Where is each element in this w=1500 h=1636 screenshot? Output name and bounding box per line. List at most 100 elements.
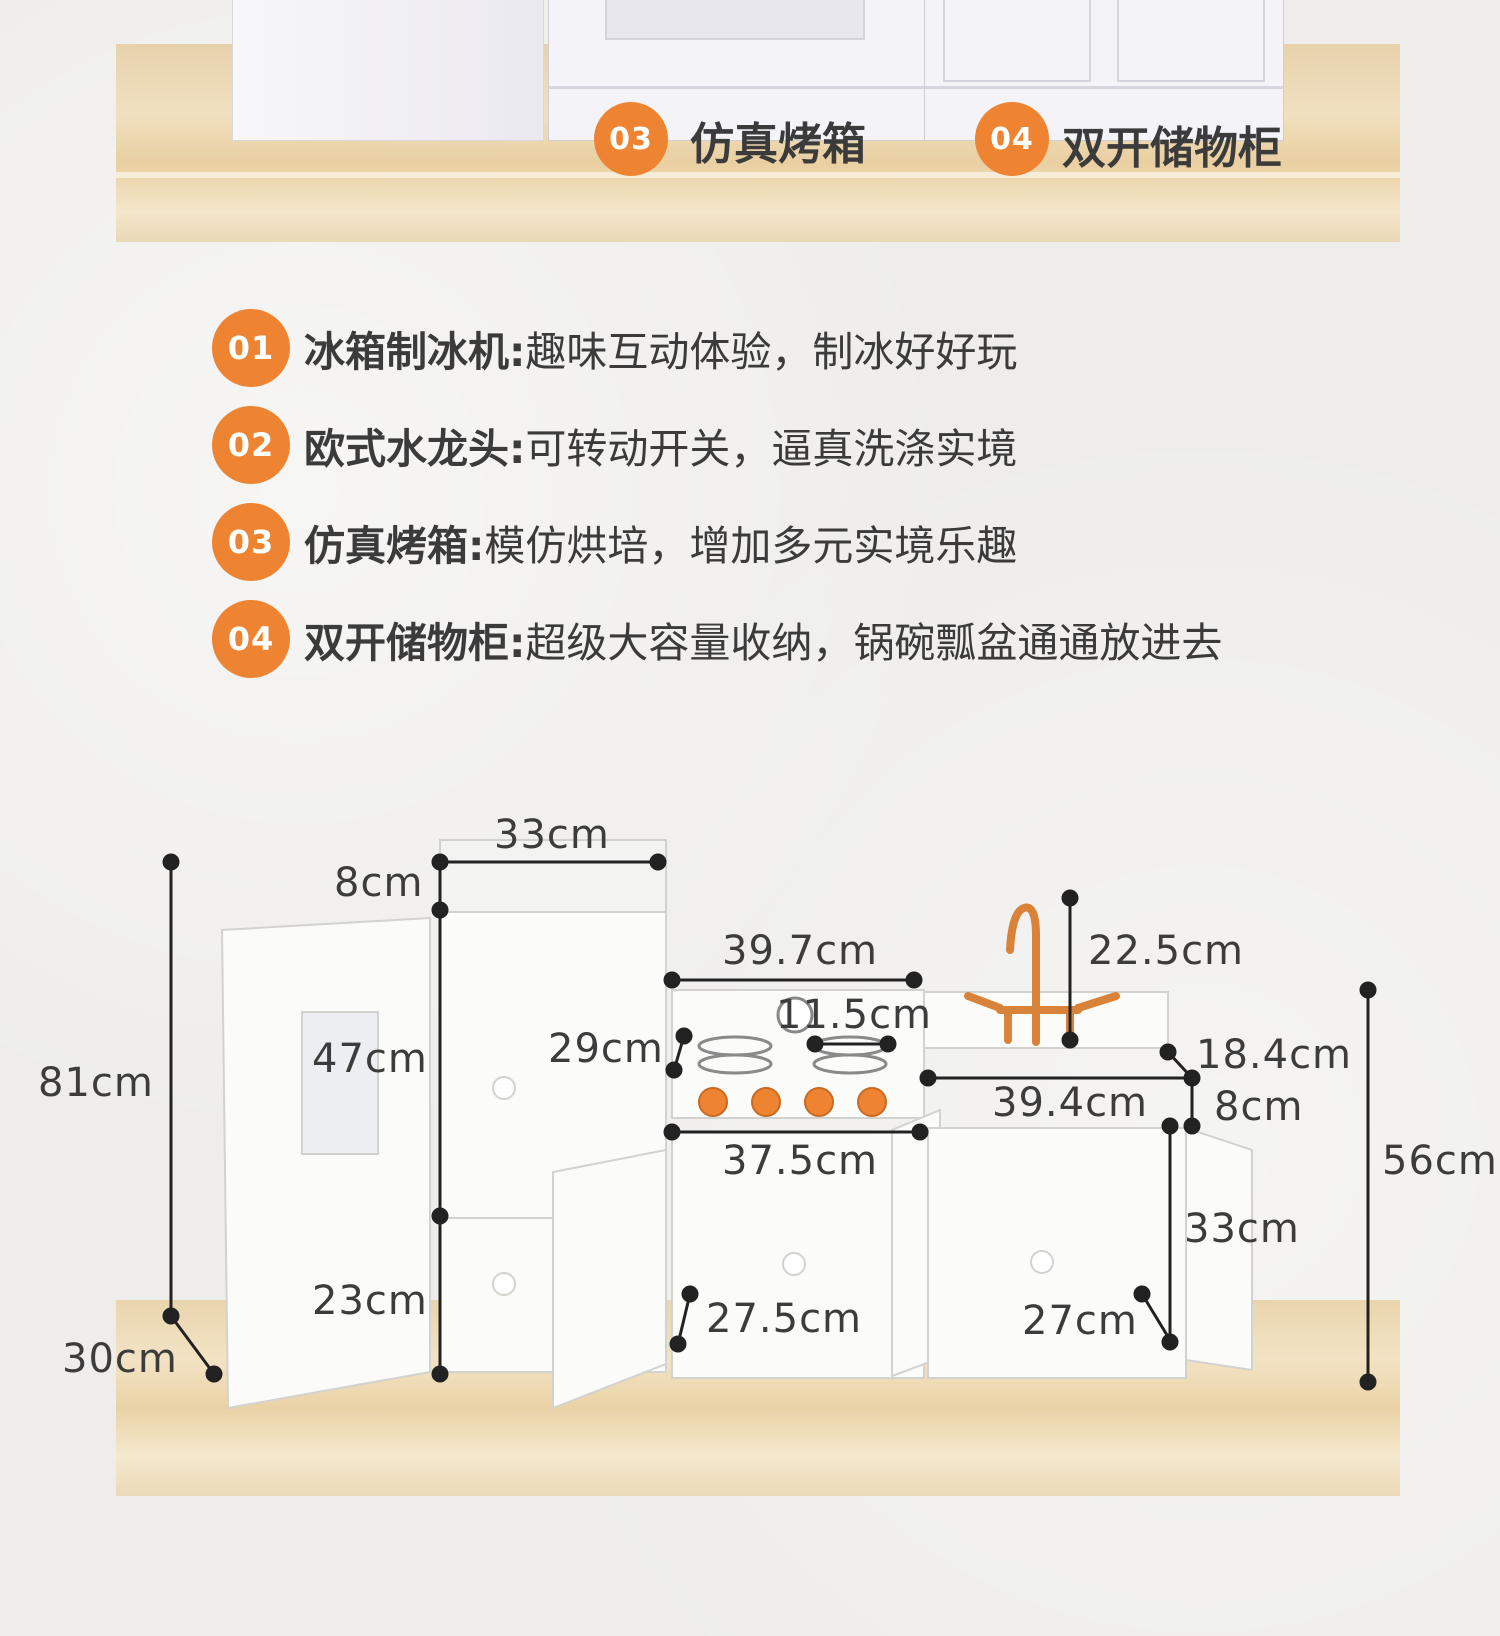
burner: [812, 1053, 888, 1075]
cabinet-door-left: [943, 0, 1091, 82]
stove-knobs: [698, 1087, 887, 1117]
top-fridge-door: [232, 0, 544, 141]
sink-cabinet-hole: [1030, 1250, 1054, 1274]
top-counter-edge: [116, 172, 1400, 178]
dim-line-27-5: [676, 1293, 692, 1345]
dim-dot: [431, 1207, 449, 1225]
dim-dot: [649, 853, 667, 871]
dim-dot: [1061, 889, 1079, 907]
dim-dot: [1359, 1373, 1377, 1391]
feature-number: 01: [212, 309, 290, 387]
feature-desc: 模仿烘培，增加多元实境乐趣: [484, 522, 1018, 570]
feature-text: 欧式水龙头:可转动开关，逼真洗涤实境: [304, 415, 1017, 475]
feature-title: 仿真烤箱:: [304, 522, 485, 570]
feature-item: 04 双开储物柜:超级大容量收纳，锅碗瓢盆通通放进去: [212, 599, 1222, 679]
feature-title: 冰箱制冰机:: [304, 328, 526, 376]
dim-dot: [675, 1027, 693, 1045]
dim-label-total-height: 81cm: [38, 1060, 154, 1106]
dim-label-fridge-top: 8cm: [334, 860, 424, 906]
dim-dot: [663, 1123, 681, 1141]
dim-label-depth-bottom: 30cm: [62, 1336, 178, 1382]
feature-text: 冰箱制冰机:趣味互动体验，制冰好好玩: [304, 318, 1017, 378]
dim-dot: [1161, 1333, 1179, 1351]
knob: [804, 1087, 834, 1117]
ice-maker: [301, 1011, 379, 1155]
dim-label-sink-depth: 18.4cm: [1196, 1032, 1353, 1078]
dimension-lines: [162, 853, 1377, 1391]
badge-03: 03: [594, 102, 668, 176]
fridge-hole: [492, 1272, 516, 1296]
feature-title: 双开储物柜:: [304, 619, 526, 667]
sink-counter: [923, 991, 1169, 1049]
dim-line-30: [169, 1315, 216, 1375]
dim-dot: [911, 1123, 929, 1141]
dim-dot: [1159, 1043, 1177, 1061]
fridge-hole: [492, 1076, 516, 1100]
badge-label-cabinet: 双开储物柜: [1062, 123, 1282, 174]
faucet-spout: [1006, 903, 1040, 1046]
dim-dot: [681, 1285, 699, 1303]
dim-dot: [663, 971, 681, 989]
dim-label-fridge-width: 33cm: [494, 812, 610, 858]
dim-dot: [919, 1069, 937, 1087]
dim-label-stove-width: 39.7cm: [722, 928, 879, 974]
dim-dot: [879, 1035, 897, 1053]
dim-dot: [665, 1061, 683, 1079]
dim-label-oven-width: 37.5cm: [722, 1138, 879, 1184]
burner: [697, 1053, 773, 1075]
oven-hole: [782, 1252, 806, 1276]
dim-label-sink-rim: 8cm: [1214, 1084, 1304, 1130]
dim-label-cabinet-height: 33cm: [1184, 1206, 1300, 1252]
sink-cabinet-door: [1185, 1126, 1253, 1372]
feature-number: 02: [212, 406, 290, 484]
knob: [751, 1087, 781, 1117]
badge-label-oven: 仿真烤箱: [690, 119, 866, 170]
knob: [698, 1087, 728, 1117]
knob: [857, 1087, 887, 1117]
dim-dot: [1359, 981, 1377, 999]
dim-dot: [205, 1365, 223, 1383]
fridge-lower-door: [552, 1148, 667, 1410]
dim-label-faucet-height: 22.5cm: [1088, 928, 1245, 974]
oven-window: [605, 0, 865, 40]
dim-dot: [1161, 1117, 1179, 1135]
dim-label-oven-depth: 27.5cm: [706, 1296, 863, 1342]
dim-dot: [806, 1035, 824, 1053]
dim-label-sink-width: 39.4cm: [992, 1080, 1149, 1126]
sink-cabinet: [927, 1127, 1187, 1379]
feature-desc: 趣味互动体验，制冰好好玩: [525, 328, 1018, 376]
feature-number: 03: [212, 503, 290, 581]
faucet-handle-right: [1074, 992, 1120, 1012]
dim-label-stove-depth: 29cm: [548, 1026, 664, 1072]
dim-dot: [431, 1365, 449, 1383]
dim-dot: [1133, 1285, 1151, 1303]
feature-desc: 超级大容量收纳，锅碗瓢盆通通放进去: [525, 619, 1223, 667]
dim-dot: [162, 853, 180, 871]
dim-label-sink-total-height: 56cm: [1382, 1138, 1498, 1184]
feature-text: 仿真烤箱:模仿烘培，增加多元实境乐趣: [304, 512, 1017, 572]
dim-label-fridge-lower: 23cm: [312, 1278, 428, 1324]
dim-dot: [905, 971, 923, 989]
dim-label-stove-panel: 11.5cm: [776, 992, 933, 1038]
feature-number: 04: [212, 600, 290, 678]
feature-text: 双开储物柜:超级大容量收纳，锅碗瓢盆通通放进去: [304, 609, 1222, 669]
feature-item: 03 仿真烤箱:模仿烘培，增加多元实境乐趣: [212, 502, 1017, 582]
dim-dot: [431, 901, 449, 919]
dim-label-cabinet-depth: 27cm: [1022, 1298, 1138, 1344]
feature-item: 01 冰箱制冰机:趣味互动体验，制冰好好玩: [212, 308, 1017, 388]
feature-title: 欧式水龙头:: [304, 425, 526, 473]
stove-clock: [776, 996, 814, 1034]
dim-line-27: [1140, 1293, 1172, 1341]
fridge-top-section: [439, 839, 667, 913]
dim-dot: [1061, 1031, 1079, 1049]
top-oven-unit: [548, 0, 926, 141]
dim-dot: [1183, 1117, 1201, 1135]
cabinet-door-right: [1117, 0, 1265, 82]
feature-desc: 可转动开关，逼真洗涤实境: [525, 425, 1018, 473]
fridge-door-open: [220, 916, 431, 1410]
feature-item: 02 欧式水龙头:可转动开关，逼真洗涤实境: [212, 405, 1017, 485]
faucet-handle-left: [964, 992, 1004, 1012]
badge-04: 04: [975, 102, 1049, 176]
oven-rail: [549, 86, 925, 89]
